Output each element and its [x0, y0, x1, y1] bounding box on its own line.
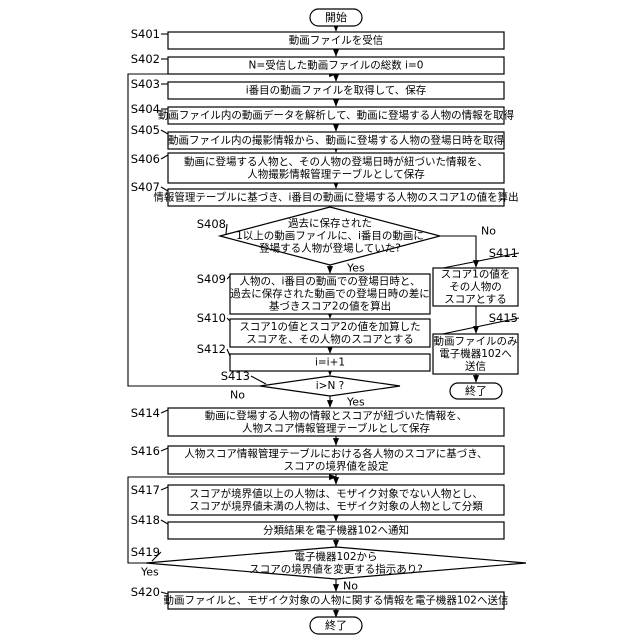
terminal-end-side-text: 終了: [465, 384, 487, 398]
branch-s419-yes: Yes: [140, 566, 159, 579]
leader-s418: [161, 520, 168, 524]
leader-s405: [161, 130, 168, 134]
process-s414-line-1: 動画に登場する人物の情報とスコアが紐づいた情報を、: [205, 409, 468, 422]
process-s406-line-1: 動画に登場する人物と、その人物の登場日時が紐づいた情報を、: [184, 155, 488, 168]
leader-s417: [161, 487, 168, 490]
step-label-s401: S401: [131, 27, 160, 41]
process-s416-line-2: スコアの境界値を設定: [284, 459, 389, 472]
branch-s419-no: No: [343, 580, 358, 593]
leader-s413: [251, 376, 266, 384]
process-s411-line-1: スコア1の値を: [441, 268, 511, 281]
process-s411-line-3: スコアとする: [444, 294, 506, 306]
process-s415-line-2: 電子機器102へ: [439, 347, 512, 360]
decision-s408-line-3: 登場する人物が登場していた?: [259, 242, 401, 255]
process-s412-line-1: i=i+1: [315, 357, 345, 369]
step-label-s404: S404: [131, 102, 160, 116]
process-s418-line-1: 分類結果を電子機器102へ通知: [263, 524, 409, 537]
process-s417-line-1: スコアが境界値以上の人物は、モザイク対象でない人物とし、: [189, 487, 483, 500]
leader-s408: [226, 224, 227, 234]
step-label-s407: S407: [131, 180, 160, 194]
process-s417-line-2: スコアが境界値未満の人物は、モザイク対象の人物として分類: [189, 499, 483, 512]
process-s410-line-1: スコア1の値とスコア2の値を加算した: [239, 320, 420, 333]
step-label-s419: S419: [131, 545, 160, 559]
process-s409-line-1: 人物の、i番目の動画での登場日時と、: [240, 275, 421, 288]
process-s416-line-1: 人物スコア情報管理テーブルにおける各人物のスコアに基づき、: [184, 447, 487, 460]
step-label-s417: S417: [131, 483, 160, 497]
process-s409-line-2: 過去に保存された動画での登場日時の差に: [230, 287, 430, 300]
process-s415-line-1: 動画ファイルのみ: [434, 335, 518, 348]
branch-s413-no: No: [230, 389, 245, 402]
step-label-s413: S413: [221, 369, 250, 383]
step-label-s415: S415: [489, 311, 518, 325]
step-label-s412: S412: [197, 342, 226, 356]
process-s407-line-1: 情報管理テーブルに基づき、i番目の動画に登場する人物のスコア1の値を算出: [153, 191, 518, 204]
leader-s414: [161, 410, 168, 413]
step-label-s420: S420: [131, 585, 160, 599]
process-s420-line-1: 動画ファイルと、モザイク対象の人物に関する情報を電子機器102へ送信: [164, 594, 509, 607]
process-s402-line-1: N=受信した動画ファイルの総数 i=0: [249, 59, 424, 72]
step-label-s402: S402: [131, 52, 160, 66]
step-label-s408: S408: [197, 217, 226, 231]
terminal-end-main-text: 終了: [325, 618, 347, 632]
process-s414-line-2: 人物スコア情報管理テーブルとして保存: [242, 421, 431, 434]
step-label-s403: S403: [131, 77, 160, 91]
decision-s419-line-1: 電子機器102から: [294, 550, 377, 563]
decision-s419-line-2: スコアの境界値を変更する指示あり?: [249, 562, 423, 575]
process-s411-line-2: その人物の: [449, 280, 502, 293]
step-label-s416: S416: [131, 444, 160, 458]
terminal-start-text: 開始: [325, 10, 347, 24]
leader-s407: [161, 187, 168, 191]
step-label-s414: S414: [131, 406, 160, 420]
step-label-s410: S410: [197, 311, 226, 325]
step-label-s418: S418: [131, 513, 160, 527]
process-s401-line-1: 動画ファイルを受信: [289, 34, 384, 47]
leader-s406: [161, 155, 168, 159]
step-label-s409: S409: [197, 272, 226, 286]
process-s409-line-3: 基づきスコア2の値を算出: [269, 300, 391, 313]
branch-s408-yes: Yes: [346, 262, 365, 275]
process-s404-line-1: 動画ファイル内の動画データを解析して、動画に登場する人物の情報を取得: [158, 109, 514, 122]
process-s415-line-3: 送信: [465, 360, 486, 373]
step-label-s405: S405: [131, 123, 160, 137]
step-label-s406: S406: [131, 152, 160, 166]
decision-s408-line-2: 1以上の動画ファイルに、i番目の動画に: [236, 229, 424, 242]
decision-s413-line-1: i>N ?: [316, 380, 344, 392]
process-s403-line-1: i番目の動画ファイルを取得して、保存: [246, 84, 427, 97]
branch-s408-no: No: [481, 225, 496, 238]
process-s405-line-1: 動画ファイル内の撮影情報から、動画に登場する人物の登場日時を取得: [168, 134, 504, 147]
decision-s408-line-1: 過去に保存された: [288, 217, 372, 230]
process-s406-line-2: 人物撮影情報管理テーブルとして保存: [247, 167, 425, 180]
step-label-s411: S411: [489, 246, 518, 260]
branch-s413-yes: Yes: [346, 396, 365, 409]
leader-s416: [161, 448, 168, 451]
process-s410-line-2: スコアを、その人物のスコアとする: [246, 332, 413, 345]
